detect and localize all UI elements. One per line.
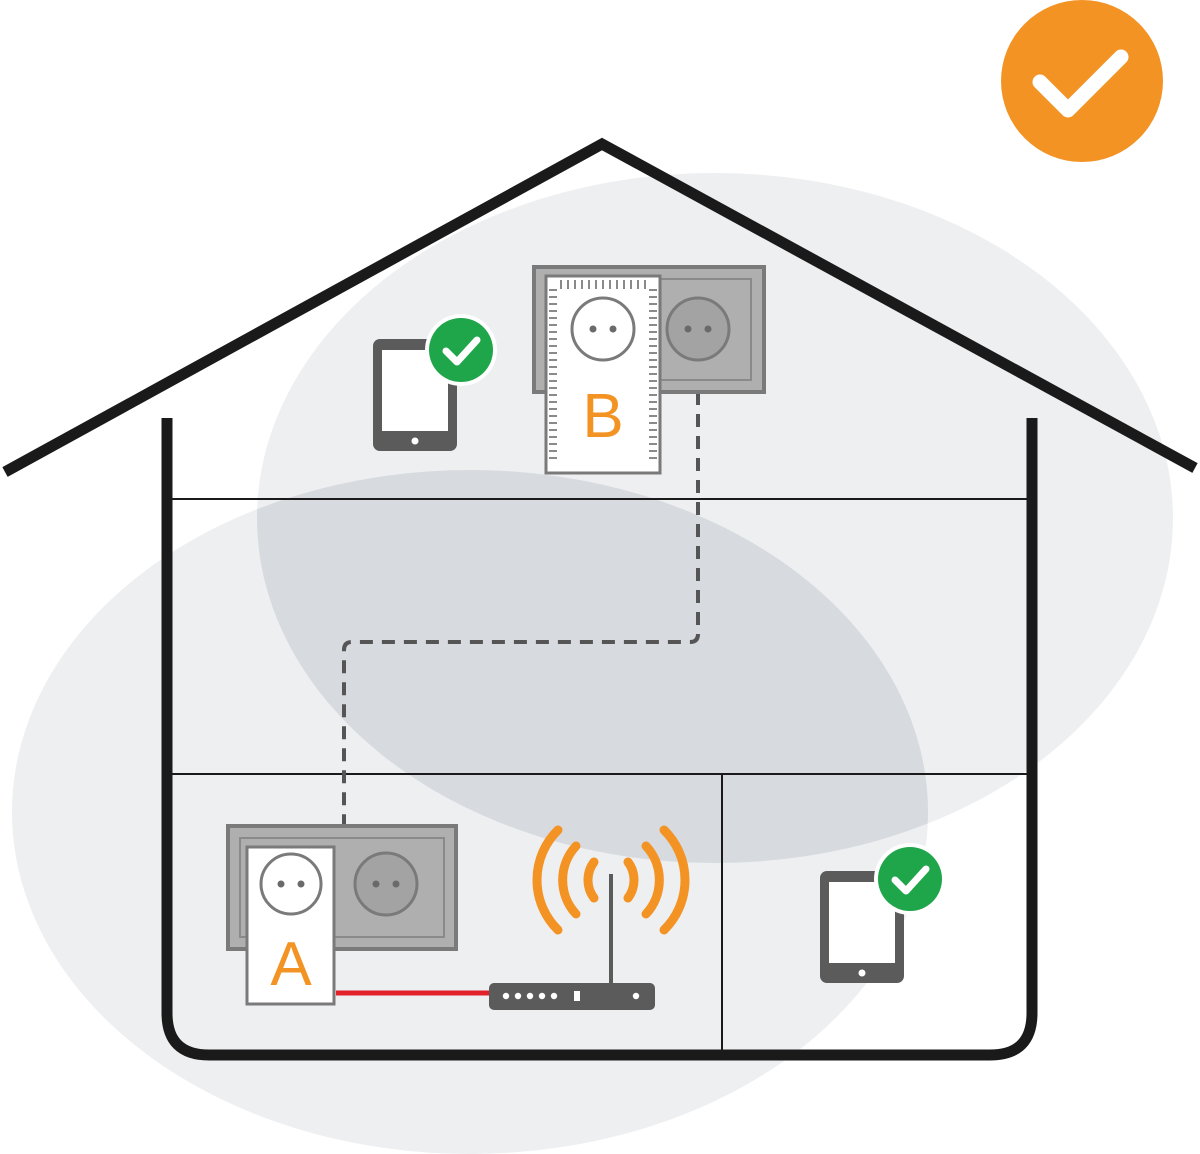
adapter-b-outlet (570, 296, 636, 362)
socket-outlet (665, 296, 731, 362)
powerline-adapter-b: B (544, 274, 662, 475)
router-icon (489, 874, 655, 1010)
check-circle-icon (425, 314, 497, 386)
overall-status-check-icon (1001, 0, 1163, 162)
powerline-adapter-a: A (245, 845, 336, 1006)
tablet-downstairs (820, 843, 946, 983)
adapter-a-outlet (259, 852, 323, 916)
house-walls (161, 418, 1038, 1061)
wifi-signal-icon (532, 825, 690, 935)
adapter-b-label: B (582, 382, 623, 451)
tablet-upstairs (373, 314, 497, 451)
house (2, 137, 1198, 1061)
house-roof (2, 137, 1198, 477)
socket-outlet (353, 851, 419, 917)
check-circle-icon (874, 843, 946, 915)
adapter-a-label: A (270, 930, 312, 999)
powerline-connection (342, 392, 700, 824)
